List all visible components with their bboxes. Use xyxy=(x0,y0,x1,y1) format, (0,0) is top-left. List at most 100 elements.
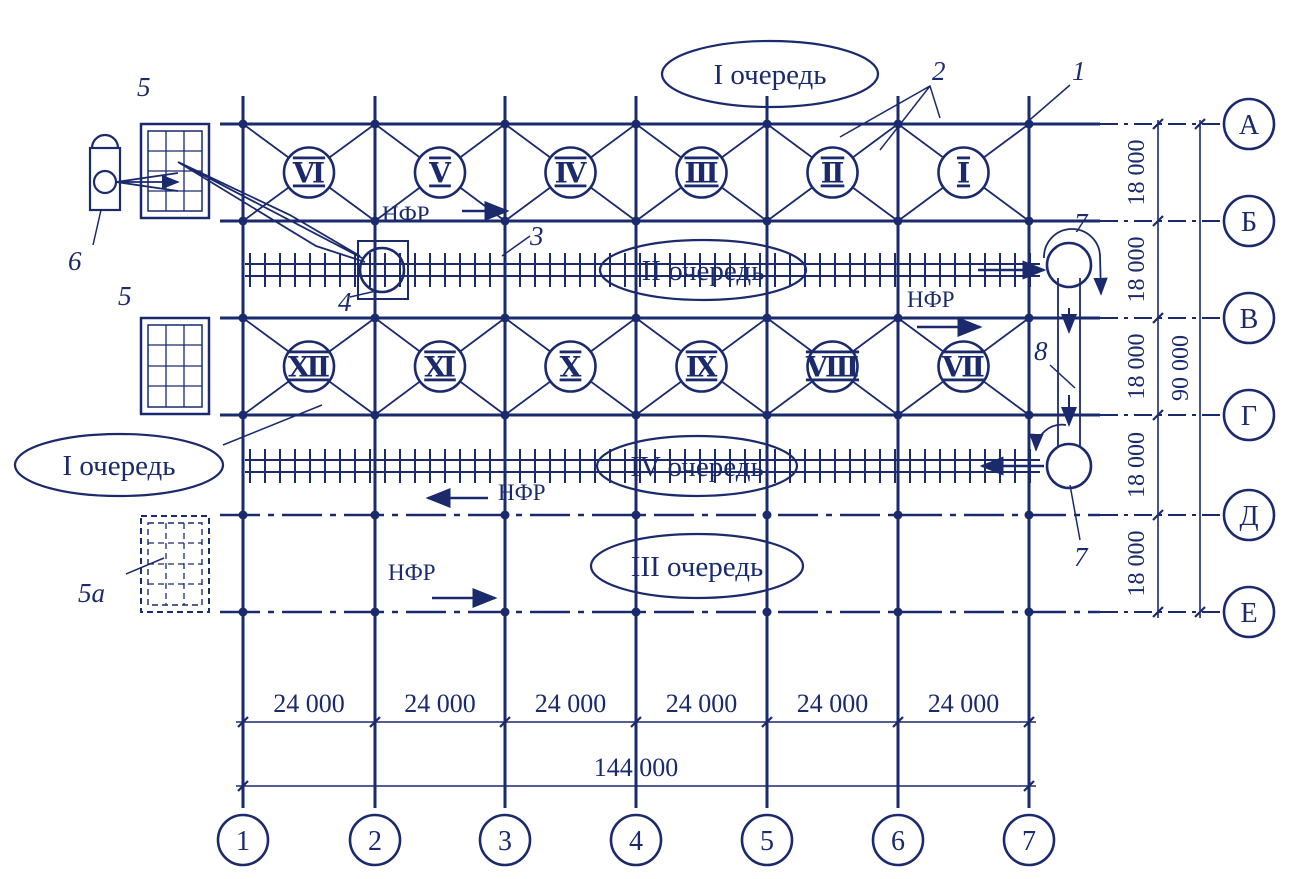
column-axis-circle xyxy=(478,813,532,867)
column-axis-label: 3 xyxy=(498,826,512,857)
cell-top-circle xyxy=(544,146,597,199)
dimension-tick xyxy=(1194,606,1206,618)
grid-node xyxy=(762,216,772,226)
callout-5a: 5а xyxy=(78,578,105,608)
row-axis-В: В xyxy=(1222,291,1276,345)
bay-dimension-5: 24 000 xyxy=(797,689,869,718)
column-axis-5: 5 xyxy=(740,813,794,867)
grid-node xyxy=(893,119,903,129)
cell-bottom-circle xyxy=(937,340,990,393)
column-axis-circle xyxy=(216,813,270,867)
bay-dimension-3: 24 000 xyxy=(535,689,607,718)
dimension-tick xyxy=(630,716,642,728)
column-axis-circle xyxy=(609,813,663,867)
grid-node xyxy=(500,119,510,129)
row-axis-label: В xyxy=(1240,304,1259,335)
row-axis-А: А xyxy=(1222,97,1276,151)
cell-bottom-3: Ⅹ xyxy=(504,317,637,416)
grid-nodes xyxy=(238,119,1034,617)
cell-top-numeral: Ⅵ xyxy=(292,159,325,190)
grid-node xyxy=(238,313,248,323)
cell-top-numeral: Ⅴ xyxy=(428,159,452,190)
mixing-unit-6 xyxy=(88,133,122,212)
grid-node xyxy=(1024,410,1034,420)
column-axis-circle xyxy=(348,813,402,867)
grid-node xyxy=(762,510,772,520)
dimension-tick xyxy=(369,716,381,728)
column-axis-3: 3 xyxy=(478,813,532,867)
grid-node xyxy=(370,510,380,520)
queue-3-label: III очередь xyxy=(631,551,763,583)
row-grid-lines xyxy=(220,122,1224,614)
cranes-7-and-path-8 xyxy=(978,228,1108,490)
cell-top-circle xyxy=(806,146,859,199)
grid-node xyxy=(1024,313,1034,323)
supply-lines xyxy=(115,161,366,263)
cell-bottom-circle xyxy=(413,340,467,393)
column-axis-label: 5 xyxy=(760,826,774,857)
grid-node xyxy=(762,607,772,617)
callout-numbers: 1 2 3 4 5 5 5а 6 7 7 8 xyxy=(68,56,1089,608)
grid-node xyxy=(893,410,903,420)
cell-bottom-numeral: Ⅺ xyxy=(424,353,456,384)
row-axis-circle xyxy=(1222,291,1276,345)
bay-dimension-1: 24 000 xyxy=(273,689,345,718)
row-axis-bubbles: А Б В Г Д Е xyxy=(1222,97,1276,639)
grid-node xyxy=(500,607,510,617)
cell-top-numeral: Ⅳ xyxy=(555,159,588,190)
row-axis-label: А xyxy=(1239,110,1260,141)
queue-4-label: IV очередь xyxy=(630,451,764,483)
nfr-label-4: НФР xyxy=(388,560,436,585)
bay-dimension-2: 24 000 xyxy=(404,689,476,718)
crane-track-lower xyxy=(245,449,1040,483)
row-axis-circle xyxy=(1222,388,1276,442)
dimension-tick xyxy=(1152,312,1164,324)
cell-top-3: Ⅳ xyxy=(504,123,637,222)
cell-top-numeral: Ⅱ xyxy=(821,159,845,190)
row-axis-Б: Б xyxy=(1222,194,1276,248)
row-axis-label: Г xyxy=(1241,401,1257,432)
grid-node xyxy=(500,313,510,323)
cell-top-4: Ⅲ xyxy=(635,123,768,222)
grid-node xyxy=(500,510,510,520)
grid-node xyxy=(1024,607,1034,617)
dimension-tick xyxy=(499,716,511,728)
row-axis-circle xyxy=(1222,194,1276,248)
cell-bottom-numeral: Ⅹ xyxy=(560,353,582,384)
queue-labels: I очередь II очередь I очередь IV очеред… xyxy=(13,39,880,600)
cell-bottom-circle xyxy=(675,340,728,393)
grid-node xyxy=(893,510,903,520)
callout-5-middle: 5 xyxy=(118,281,132,311)
cell-bottom-circle xyxy=(282,340,336,393)
dimension-tick xyxy=(1152,118,1164,130)
column-axis-1: 1 xyxy=(216,813,270,867)
callout-6: 6 xyxy=(68,246,82,276)
row-axis-Е: Е xyxy=(1222,585,1276,639)
column-axis-label: 7 xyxy=(1022,826,1036,857)
column-axis-4: 4 xyxy=(609,813,663,867)
cell-top-5: Ⅱ xyxy=(766,123,899,222)
grid-node xyxy=(762,119,772,129)
dimension-tick xyxy=(1194,118,1206,130)
column-axis-circle xyxy=(1002,813,1056,867)
grid-node xyxy=(893,216,903,226)
row-axis-label: Д xyxy=(1239,501,1258,532)
cell-bottom-4: Ⅸ xyxy=(635,317,768,416)
cell-bottom-circle xyxy=(806,340,859,393)
nfr-labels: НФР НФР НФР НФР xyxy=(382,202,955,585)
dimension-tick xyxy=(1152,409,1164,421)
cell-top-circle xyxy=(937,146,990,199)
row-axis-label: Е xyxy=(1240,598,1257,629)
grid-node xyxy=(631,119,641,129)
callout-7-bottom: 7 xyxy=(1074,542,1089,572)
nfr-label-3: НФР xyxy=(498,480,546,505)
row-axis-Г: Г xyxy=(1222,388,1276,442)
grid-node xyxy=(370,216,380,226)
grid-node xyxy=(238,607,248,617)
callout-3: 3 xyxy=(529,221,544,251)
grid-node xyxy=(631,510,641,520)
cell-top-circle xyxy=(675,146,728,199)
dimension-tick xyxy=(1023,716,1035,728)
